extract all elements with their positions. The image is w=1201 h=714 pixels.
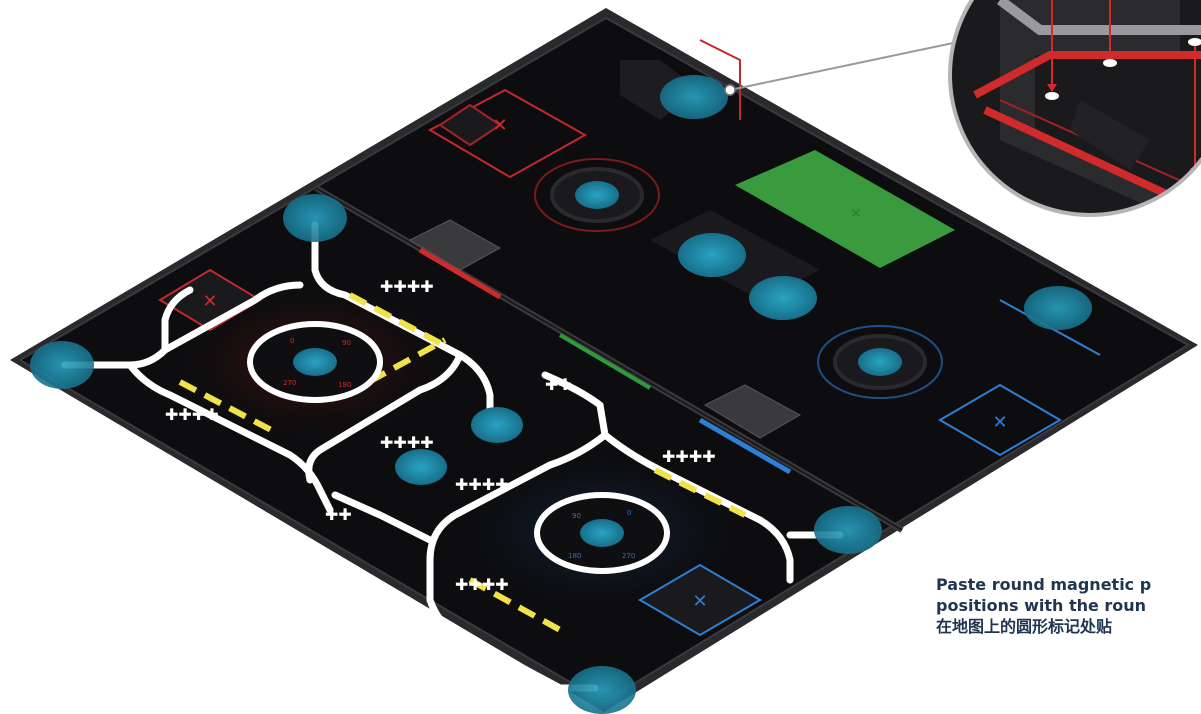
magnet-marker-icon bbox=[580, 519, 624, 547]
ring-blue-label-90: 90 bbox=[572, 512, 581, 520]
cross-marker-icon: ✚✚✚✚ bbox=[165, 405, 219, 424]
svg-text:✕: ✕ bbox=[202, 291, 217, 312]
magnet-marker-icon bbox=[678, 233, 746, 277]
cross-marker-icon: ✚✚ bbox=[545, 375, 572, 394]
magnet-marker-icon bbox=[1024, 286, 1092, 330]
magnet-marker-icon bbox=[749, 276, 817, 320]
magnet-marker-icon bbox=[30, 341, 94, 389]
svg-text:✕: ✕ bbox=[492, 115, 507, 136]
caption-line-2: positions with the roun bbox=[936, 595, 1201, 616]
magnet-marker-icon bbox=[858, 348, 902, 376]
zoom-detail bbox=[940, 0, 1201, 230]
magnet-marker-icon bbox=[568, 666, 636, 714]
ring-red-label-0: 0 bbox=[290, 337, 294, 345]
svg-text:✕: ✕ bbox=[850, 206, 862, 222]
magnet-marker-icon bbox=[814, 506, 882, 554]
svg-text:✕: ✕ bbox=[992, 412, 1007, 433]
caption-line-3: 在地图上的圆形标记处贴 bbox=[936, 616, 1201, 637]
svg-text:✕: ✕ bbox=[692, 591, 707, 612]
instruction-caption: Paste round magnetic p positions with th… bbox=[936, 574, 1201, 637]
ring-blue-label-0: 0 bbox=[627, 509, 631, 517]
ring-red-label-180: 180 bbox=[338, 381, 351, 389]
ring-blue-label-180: 180 bbox=[568, 552, 581, 560]
ring-blue-label-270: 270 bbox=[622, 552, 635, 560]
callout-pointer-icon bbox=[725, 42, 958, 95]
magnet-marker-icon bbox=[471, 407, 523, 443]
magnet-marker-icon bbox=[283, 194, 347, 242]
magnet-marker-icon bbox=[395, 449, 447, 485]
cross-marker-icon: ✚✚✚✚ bbox=[380, 277, 434, 296]
magnet-marker-icon bbox=[660, 75, 728, 119]
ring-red-label-270: 270 bbox=[283, 379, 296, 387]
magnet-marker-icon bbox=[293, 348, 337, 376]
caption-line-1: Paste round magnetic p bbox=[936, 574, 1201, 595]
cross-marker-icon: ✚✚✚✚ bbox=[380, 433, 434, 452]
cross-marker-icon: ✚✚ bbox=[325, 505, 352, 524]
cross-marker-icon: ✚✚✚✚ bbox=[455, 575, 509, 594]
ring-red-label-90: 90 bbox=[342, 339, 351, 347]
magnet-marker-icon bbox=[575, 181, 619, 209]
cross-marker-icon: ✚✚✚✚ bbox=[662, 447, 716, 466]
cross-marker-icon: ✚✚✚✚ bbox=[455, 475, 509, 494]
